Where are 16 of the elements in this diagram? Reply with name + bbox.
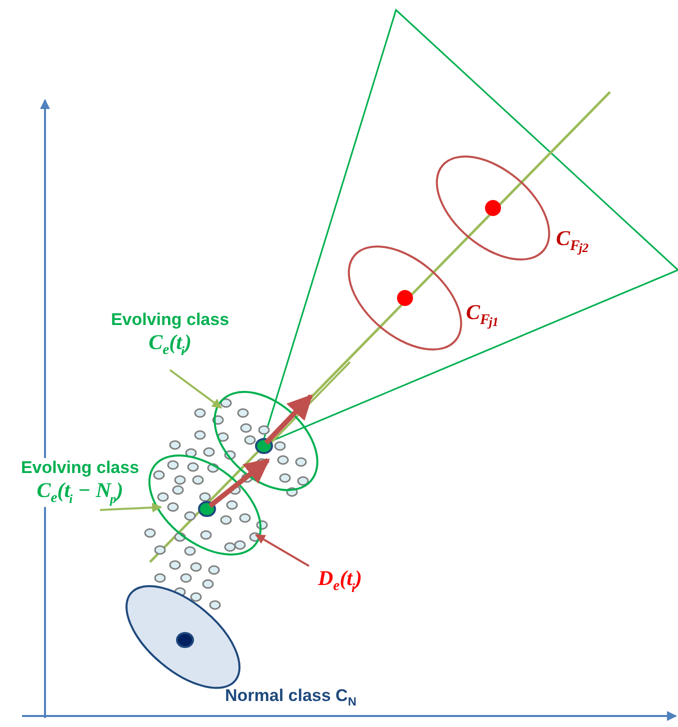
math-label: C$_{e}$(t$_{i}$ − N$_{p}$): [36, 478, 124, 507]
leader-arrow: [100, 502, 162, 513]
math-label: C$_{e}$(t$_{i}$): [148, 330, 192, 359]
label-heading: Evolving class: [110, 310, 230, 330]
cluster-ellipse: [348, 246, 462, 350]
label-heading: Evolving class: [20, 458, 140, 478]
cluster-ellipse: [148, 454, 262, 556]
displacement-arrow: [264, 394, 313, 445]
leader-arrow: [255, 534, 310, 567]
cluster-label: Normal class C$_{N}$: [225, 686, 356, 708]
cluster-ellipse: [436, 156, 550, 260]
leader-arrow: [169, 369, 222, 409]
displacement-arrow: [208, 458, 270, 508]
math-label: D$_{e}$(t$_{i}$): [316, 566, 364, 596]
cluster-ellipse: [214, 390, 318, 492]
cluster-ellipse: [126, 585, 240, 689]
